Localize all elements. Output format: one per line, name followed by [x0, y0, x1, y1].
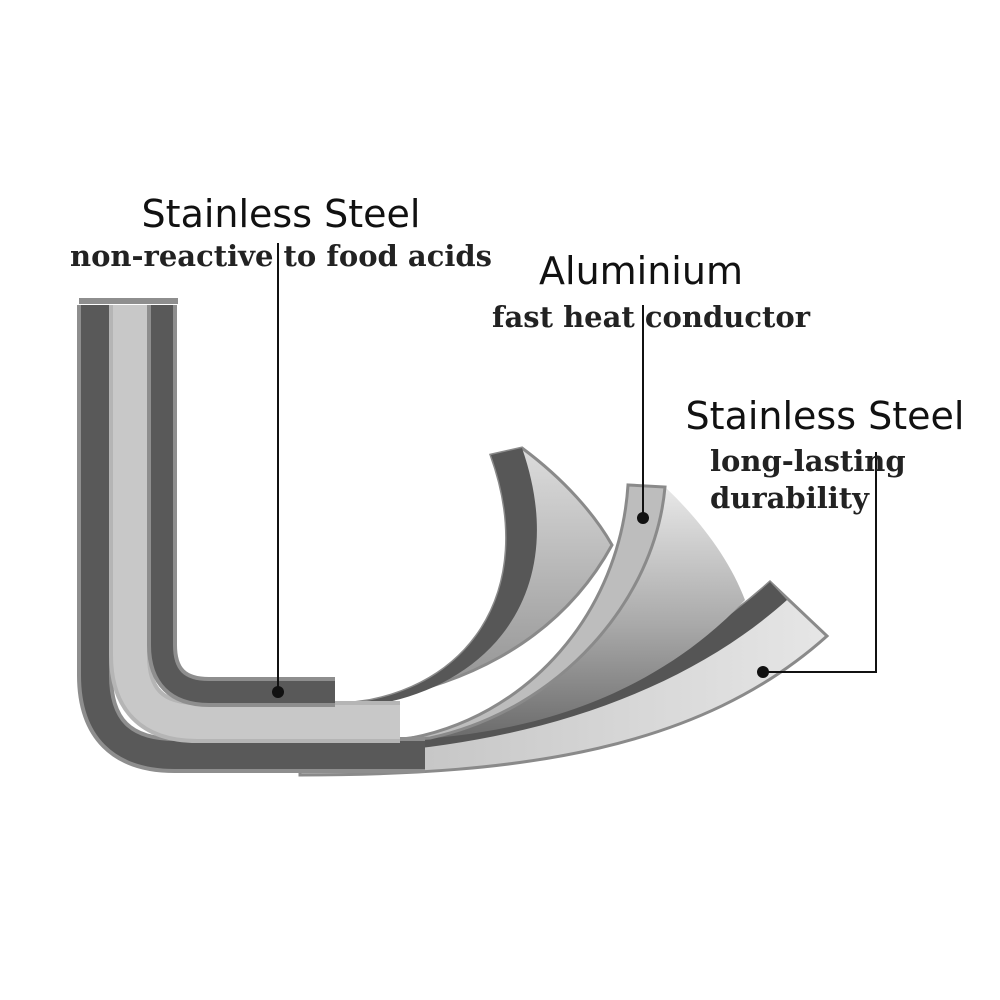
- outer-steel-title: Stainless Steel: [686, 394, 965, 438]
- pan-wall-cross-section: [77, 298, 425, 773]
- inner-steel-description: non-reactive to food acids: [70, 239, 492, 273]
- aluminium-description: fast heat conductor: [492, 300, 811, 334]
- marker-dot-outer-steel: [757, 666, 769, 678]
- inner-steel-layer: [329, 446, 614, 708]
- inner-steel-title: Stainless Steel: [142, 192, 421, 236]
- aluminium-core-layer: [399, 483, 745, 742]
- outer-steel-description-line1: long-lasting: [710, 444, 906, 478]
- marker-dot-aluminium: [637, 512, 649, 524]
- marker-dot-inner-steel: [272, 686, 284, 698]
- aluminium-title: Aluminium: [539, 249, 743, 293]
- leader-line-aluminium: [637, 305, 649, 524]
- leader-line-outer-steel: [757, 452, 877, 678]
- leader-line-inner-steel: [272, 243, 284, 698]
- outer-steel-description-line2: durability: [710, 481, 870, 515]
